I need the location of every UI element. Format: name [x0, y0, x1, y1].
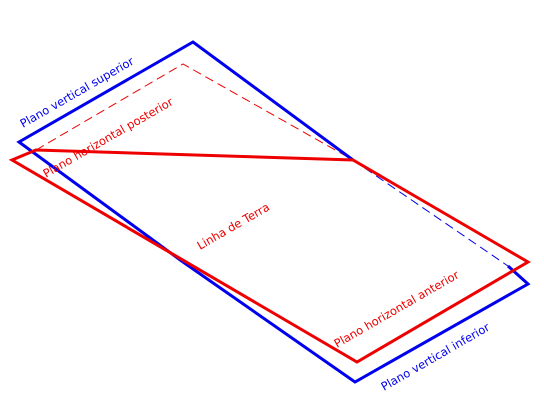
horizontal-plane-posterior-hidden-edge	[35, 63, 354, 161]
horizontal-plane-anterior-outline	[8, 148, 531, 364]
vertical-plane-inferior-hidden-edge	[352, 159, 509, 267]
vertical-plane-inferior-outline	[182, 260, 531, 384]
label-plano-vertical-superior: Plano vertical superior	[18, 54, 137, 131]
label-plano-vertical-inferior: Plano vertical inferior	[379, 320, 493, 394]
vertical-plane-superior-outline	[16, 40, 354, 264]
label-linha-de-terra: Linha de Terra	[195, 200, 272, 253]
